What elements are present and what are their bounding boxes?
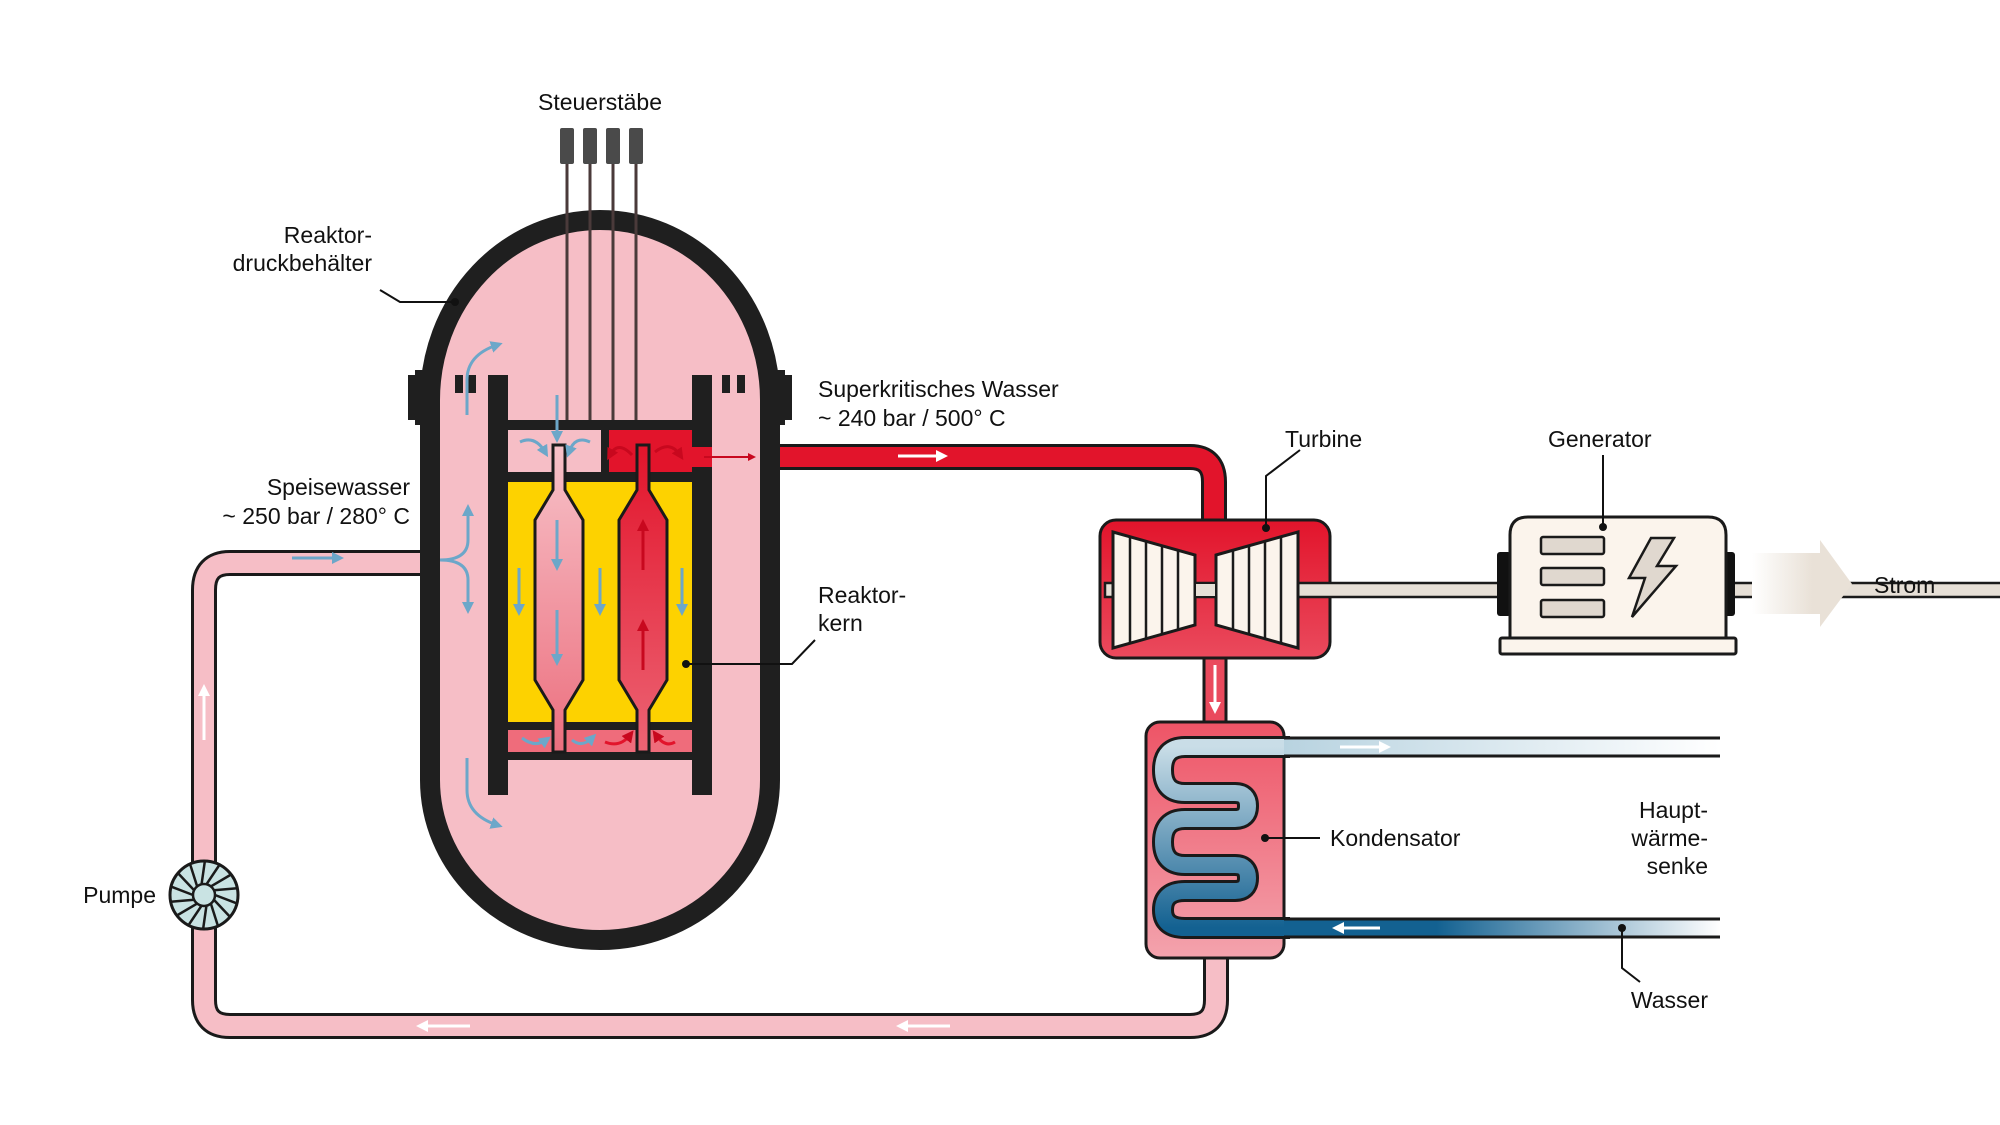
pump-blade — [187, 905, 203, 926]
pump-blade — [209, 903, 220, 927]
label-core-2: kern — [818, 610, 863, 636]
pump-blade — [170, 898, 195, 903]
label-pressure-vessel-1: Reaktor- — [284, 222, 372, 248]
control-rods — [560, 128, 643, 420]
label-condenser: Kondensator — [1330, 825, 1461, 851]
label-supercritical-water: Superkritisches Wasser — [818, 376, 1059, 402]
pump-blade — [201, 905, 208, 930]
pump-blade — [210, 873, 232, 888]
power-output-arrow-icon — [1752, 540, 1852, 627]
label-feedwater: Speisewasser — [267, 474, 411, 500]
label-heat-sink-3: senke — [1647, 853, 1708, 879]
pump-blade — [170, 885, 194, 897]
control-rod-drive-1 — [560, 128, 574, 164]
condenser-coil — [1154, 739, 1290, 936]
feedwater-arrows — [198, 552, 950, 1032]
leader-lines — [379, 289, 1641, 983]
pump-blade — [214, 893, 238, 905]
label-core-1: Reaktor- — [818, 582, 906, 608]
lightning-bolt-icon — [1626, 536, 1679, 618]
label-power: Strom — [1874, 572, 1935, 598]
label-heat-sink-2: wärme- — [1630, 825, 1708, 851]
label-water: Wasser — [1631, 987, 1708, 1013]
label-heat-sink-1: Haupt- — [1639, 797, 1708, 823]
control-rod-drive-2 — [583, 128, 597, 164]
pump-blade — [200, 860, 207, 885]
generator — [1497, 515, 1738, 656]
label-pump: Pumpe — [83, 882, 156, 908]
pump-blade — [177, 872, 195, 892]
turbine-stage-right — [1214, 530, 1300, 650]
fuel-channel-cold — [533, 443, 585, 754]
label-feedwater-conditions: ~ 250 bar / 280° C — [222, 503, 410, 529]
steam-pipe — [700, 444, 1227, 530]
label-control-rods: Steuerstäbe — [538, 89, 662, 115]
downcomer-arrows — [439, 341, 503, 829]
feedwater-loop-pipe — [191, 550, 1229, 1039]
control-rod-drive-3 — [606, 128, 620, 164]
label-pressure-vessel-2: druckbehälter — [233, 250, 373, 276]
cooling-water-pipes — [1284, 736, 1720, 939]
pump-blade — [213, 898, 231, 918]
pump-blade — [188, 863, 199, 887]
pump-blade — [176, 902, 198, 917]
pump-blade — [213, 887, 238, 892]
lower-plenum — [508, 730, 692, 752]
pump — [168, 859, 240, 931]
control-rod-drive-4 — [629, 128, 643, 164]
label-turbine: Turbine — [1285, 426, 1362, 452]
label-supercritical-conditions: ~ 240 bar / 500° C — [818, 405, 1006, 431]
turbine-stage-left — [1111, 530, 1197, 650]
condenser — [1144, 720, 1290, 960]
fuel-channel-hot — [617, 443, 669, 754]
label-generator: Generator — [1548, 426, 1652, 452]
pump-blade — [205, 864, 221, 885]
reactor-core — [506, 395, 756, 760]
